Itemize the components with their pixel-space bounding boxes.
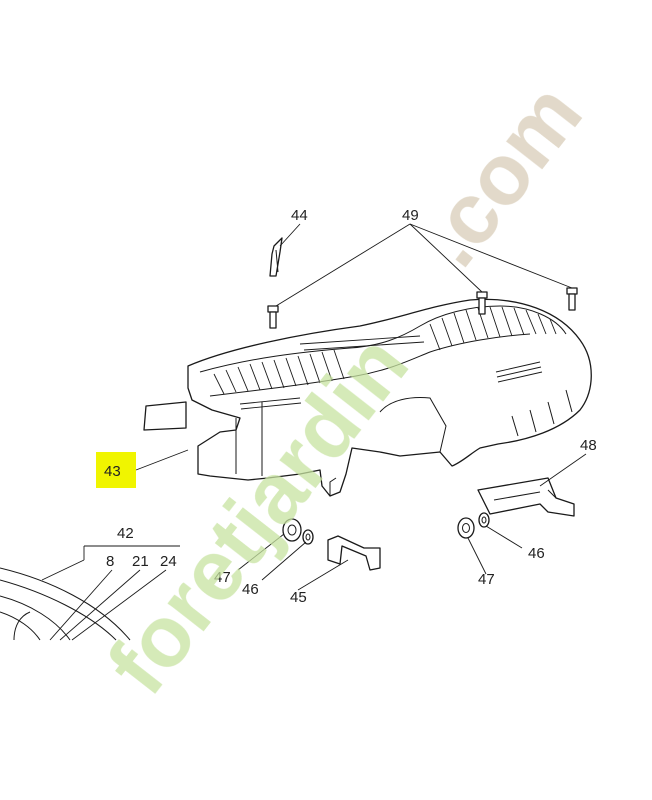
watermark-text-tan: .com: [401, 66, 600, 283]
label-47-left: 47: [214, 569, 231, 586]
nut-47-left: [282, 518, 302, 542]
nut-47-right: [457, 517, 475, 539]
screw-49-left: [267, 305, 279, 329]
label-43: 43: [104, 463, 121, 480]
washer-46-right: [478, 512, 490, 528]
bracket-part-48: [477, 477, 575, 517]
label-8: 8: [106, 553, 114, 570]
cover-grille-left: [213, 349, 345, 395]
label-46-left: 46: [242, 581, 259, 598]
cover-vent-slots: [239, 361, 573, 437]
label-47-right: 47: [478, 571, 495, 588]
label-45: 45: [290, 589, 307, 606]
cover-grille-right: [429, 306, 557, 351]
label-49: 49: [402, 207, 419, 224]
label-46-right: 46: [528, 545, 545, 562]
highlight-box-43: [96, 452, 136, 488]
washer-46-left: [302, 529, 314, 545]
label-24: 24: [160, 553, 177, 570]
engine-cover-part: [143, 298, 592, 497]
screw-49-right: [566, 287, 578, 311]
label-44: 44: [291, 207, 308, 224]
bracket-part-45: [327, 535, 381, 571]
label-48: 48: [580, 437, 597, 454]
blade-housing-part: [0, 567, 131, 641]
clip-part-44: [269, 237, 283, 277]
screw-49-middle: [476, 291, 488, 315]
label-42: 42: [117, 525, 134, 542]
leader-lines: [41, 223, 587, 641]
label-21: 21: [132, 553, 149, 570]
